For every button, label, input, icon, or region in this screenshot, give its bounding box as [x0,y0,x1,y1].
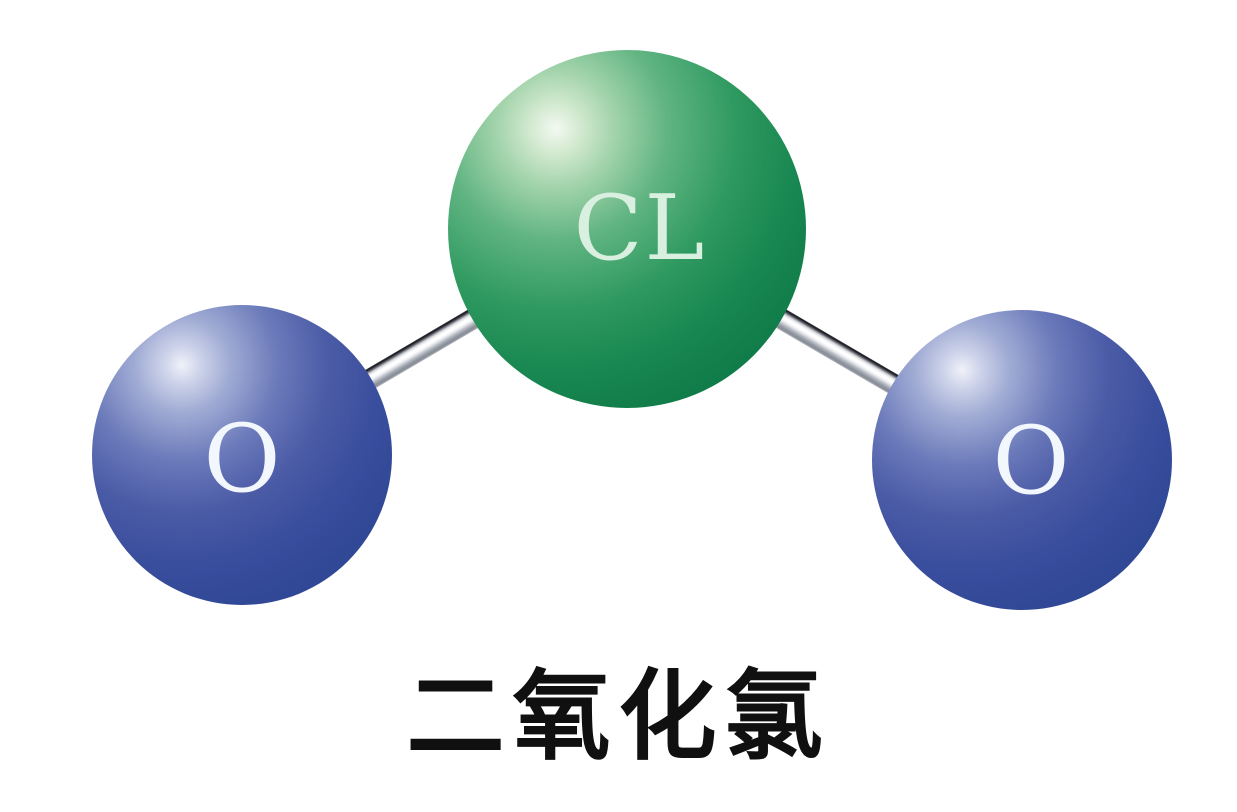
atom-chlorine-sphere: CL [448,50,806,408]
atom-label-chlorine: CL [573,176,707,281]
atom-label-oxygen-right: O [992,407,1070,516]
atom-oxygen-left-sphere: O [92,305,392,605]
atom-oxygen-right-sphere: O [872,310,1172,610]
atom-label-oxygen-left: O [203,405,281,514]
molecule-name-caption: 二氧化氯 [406,660,831,774]
